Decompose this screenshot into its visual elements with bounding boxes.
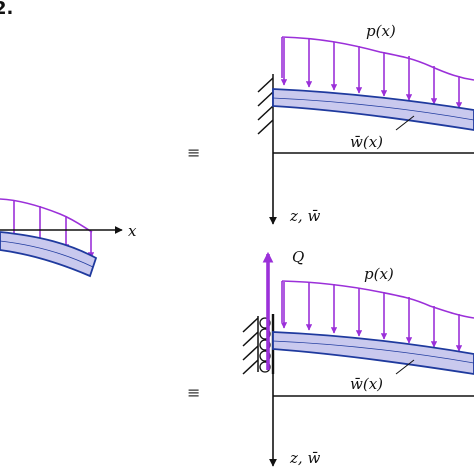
left-load-curve: [0, 198, 93, 233]
bottom-right-diagram: Q p(x) w̄(x) z, w̄: [242, 248, 474, 467]
bottom-beam-neutral-axis: [272, 340, 474, 364]
bottom-load-arrows: [280, 282, 463, 352]
top-load-label: p(x): [366, 22, 396, 40]
bottom-load-label: p(x): [364, 265, 394, 283]
top-beam-neutral-axis: [272, 97, 474, 121]
top-deflection-label: w̄(x): [350, 133, 383, 151]
top-right-diagram: p(x) w̄(x) z, w̄: [257, 22, 474, 225]
panel-number: 2.: [0, 0, 13, 19]
bottom-beam: [272, 331, 474, 375]
top-wall-hatch: [257, 74, 274, 135]
bottom-vertical-axis-label: z, w̄: [289, 449, 320, 467]
left-x-axis-label: x: [128, 222, 137, 240]
top-deflection-leader: [395, 115, 415, 131]
bottom-wall-hatch: [242, 316, 259, 375]
left-beam-neutral-axis: [0, 240, 94, 268]
top-load-arrows: [280, 38, 463, 109]
bottom-load-curve: [281, 280, 474, 319]
top-load-curve: [281, 36, 474, 81]
left-beam-diagram: x: [0, 198, 137, 278]
reaction-force-label: Q: [292, 248, 304, 266]
top-beam: [272, 88, 474, 131]
top-vertical-axis-label: z, w̄: [289, 207, 320, 225]
left-beam: [0, 231, 98, 278]
equivalence-symbol-top: ≡: [187, 143, 200, 162]
bottom-deflection-leader: [395, 359, 415, 375]
bottom-deflection-label: w̄(x): [350, 375, 383, 393]
equivalence-symbol-bottom: ≡: [187, 383, 200, 402]
